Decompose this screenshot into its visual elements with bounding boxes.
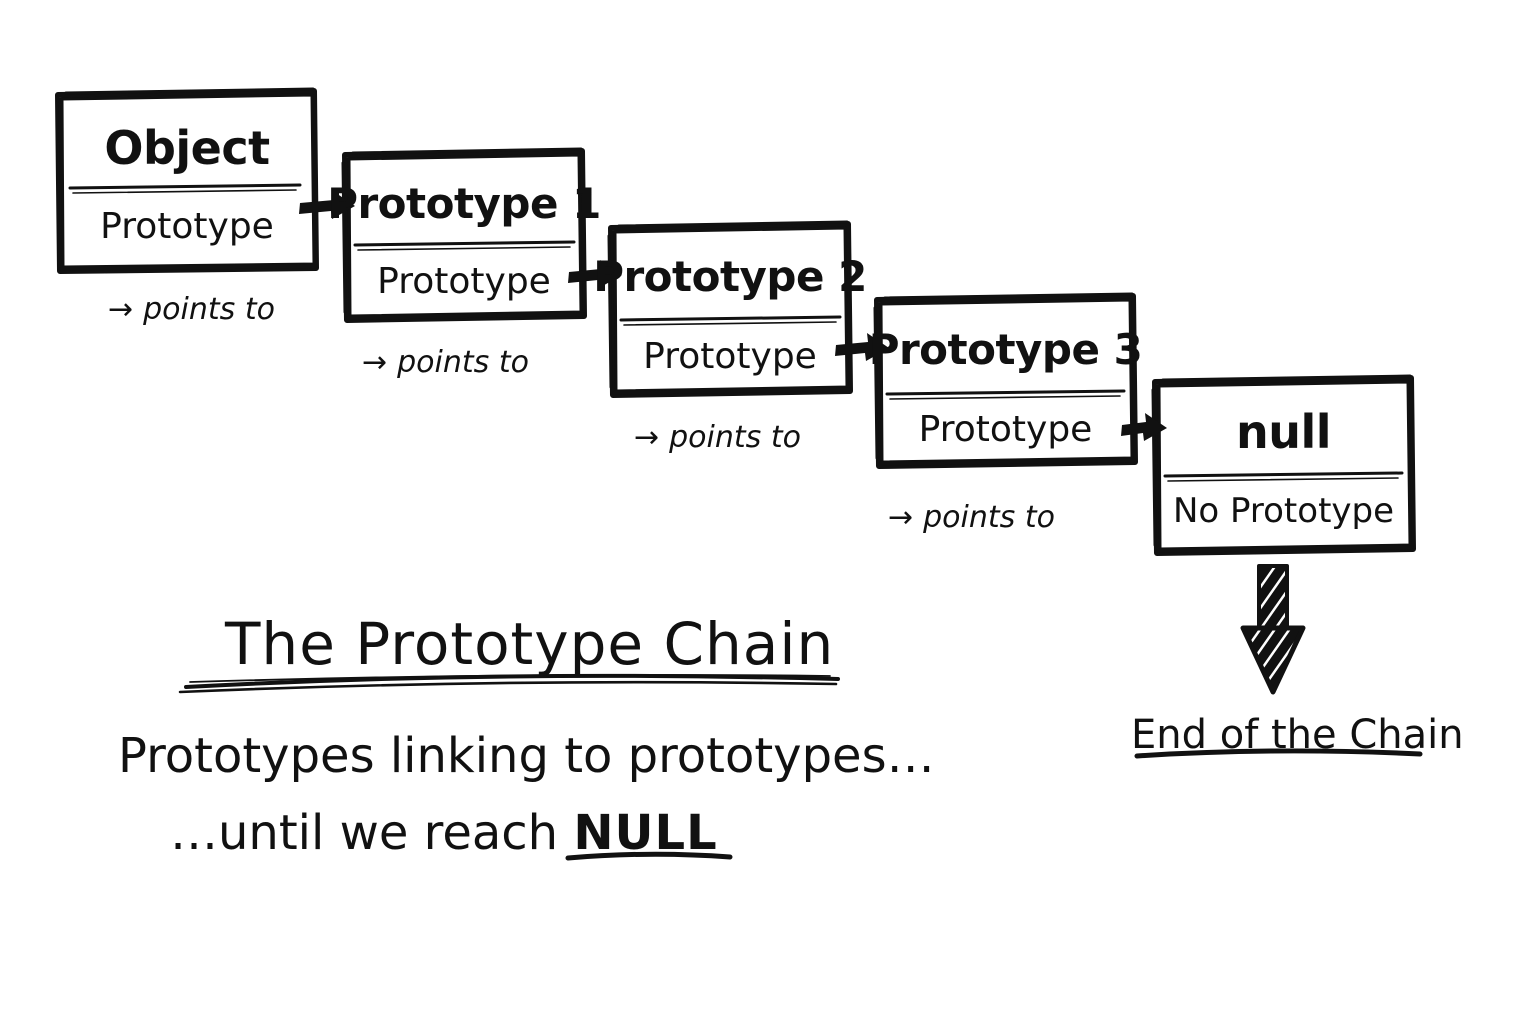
node-title-prototype-3: Prototype 3 <box>868 324 1143 374</box>
node-title-object: Object <box>104 121 270 175</box>
pointer-label-text: points to <box>669 420 801 455</box>
pointer-label-2: → points to <box>362 345 529 380</box>
right-arrow-icon: → <box>108 291 134 327</box>
node-frame-prototype-3 <box>873 292 1138 469</box>
node-frame-prototype-1 <box>341 147 587 323</box>
connector-arrow-2 <box>568 260 622 288</box>
end-label-underline <box>1134 748 1423 759</box>
pointer-label-text: points to <box>923 500 1055 535</box>
connector-arrow-1 <box>299 191 355 219</box>
right-arrow-icon: → <box>888 499 914 535</box>
node-subtitle-null: No Prototype <box>1172 491 1395 531</box>
right-arrow-icon: → <box>362 344 388 380</box>
end-of-chain-label: End of the Chain <box>1131 712 1464 758</box>
node-title-prototype-2: Prototype 2 <box>593 251 867 301</box>
node-subtitle-prototype-3: Prototype <box>918 408 1093 450</box>
node-title-prototype-1: Prototype 1 <box>327 178 601 228</box>
node-frame-prototype-2 <box>607 220 853 398</box>
pointer-label-1: → points to <box>108 292 275 327</box>
node-frame-object <box>55 87 319 274</box>
pointer-label-text: points to <box>143 292 275 327</box>
right-arrow-icon: → <box>634 419 660 455</box>
caption-line-2-prefix: …until we reach <box>170 805 574 861</box>
connector-arrow-4 <box>1121 413 1167 441</box>
end-of-chain-arrow <box>1240 564 1306 695</box>
pointer-label-text: points to <box>397 345 529 380</box>
node-title-null: null <box>1235 405 1332 459</box>
caption-line-2: …until we reach NULL <box>170 805 718 861</box>
node-subtitle-object: Prototype <box>100 205 274 247</box>
node-subtitle-prototype-1: Prototype <box>377 260 551 302</box>
node-frame-null <box>1151 374 1416 556</box>
caption-line-1: Prototypes linking to prototypes… <box>118 728 935 784</box>
page-title: The Prototype Chain <box>225 610 835 678</box>
connector-arrow-3 <box>835 333 889 361</box>
title-underline <box>178 673 840 694</box>
null-underline <box>565 851 733 861</box>
node-subtitle-prototype-2: Prototype <box>643 335 817 377</box>
caption-line-2-emphasis: NULL <box>573 805 718 861</box>
pointer-label-3: → points to <box>634 420 801 455</box>
pointer-label-4: → points to <box>888 500 1055 535</box>
